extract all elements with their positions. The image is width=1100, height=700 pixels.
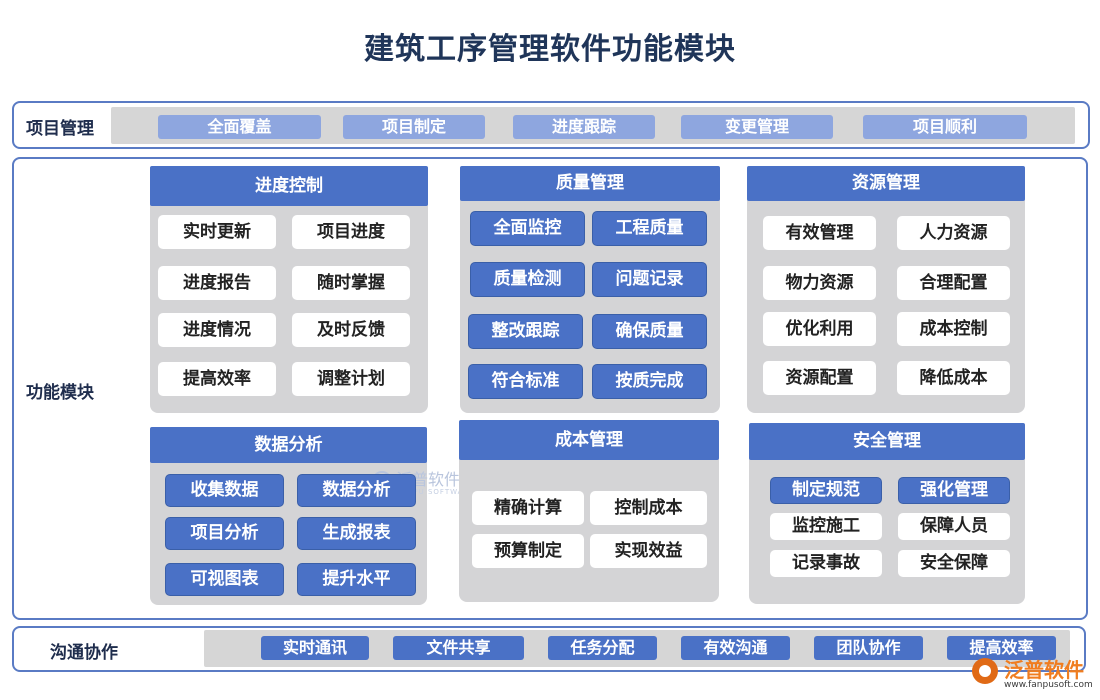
- quality-item: 符合标准: [468, 364, 583, 399]
- watermark-subtext: FANPU SOFTWARE: [397, 488, 475, 496]
- card-safety-management-title: 安全管理: [749, 423, 1025, 460]
- project-item: 全面覆盖: [158, 115, 321, 139]
- progress-item: 项目进度: [292, 215, 410, 249]
- resource-item: 降低成本: [897, 361, 1010, 395]
- progress-item: 随时掌握: [292, 266, 410, 300]
- cost-item: 预算制定: [472, 534, 584, 568]
- brand-logo-text: 泛普软件: [1004, 658, 1084, 682]
- quality-item: 按质完成: [592, 364, 707, 399]
- project-item: 项目制定: [343, 115, 485, 139]
- progress-item: 进度情况: [158, 313, 276, 347]
- project-management-label: 项目管理: [26, 119, 94, 139]
- quality-item: 确保质量: [592, 314, 707, 349]
- communication-item: 任务分配: [548, 636, 657, 660]
- resource-item: 人力资源: [897, 216, 1010, 250]
- communication-label: 沟通协作: [50, 643, 118, 663]
- data-analysis-item: 提升水平: [297, 563, 416, 596]
- resource-item: 资源配置: [763, 361, 876, 395]
- resource-item: 合理配置: [897, 266, 1010, 300]
- resource-item: 成本控制: [897, 312, 1010, 346]
- progress-item: 实时更新: [158, 215, 276, 249]
- quality-item: 问题记录: [592, 262, 707, 297]
- quality-item: 工程质量: [592, 211, 707, 246]
- cost-item: 控制成本: [590, 491, 707, 525]
- card-cost-management-title: 成本管理: [459, 420, 719, 460]
- data-analysis-item: 项目分析: [165, 517, 284, 550]
- progress-item: 调整计划: [292, 362, 410, 396]
- card-resource-management-title: 资源管理: [747, 166, 1025, 201]
- safety-item: 制定规范: [770, 477, 882, 504]
- card-quality-management-title: 质量管理: [460, 166, 720, 201]
- card-data-analysis-title: 数据分析: [150, 427, 427, 463]
- brand-logo-url: www.fanpusoft.com: [1004, 680, 1093, 690]
- resource-item: 有效管理: [763, 216, 876, 250]
- quality-item: 全面监控: [470, 211, 585, 246]
- safety-item: 强化管理: [898, 477, 1010, 504]
- progress-item: 进度报告: [158, 266, 276, 300]
- safety-item: 保障人员: [898, 513, 1010, 540]
- communication-item: 文件共享: [393, 636, 524, 660]
- resource-item: 物力资源: [763, 266, 876, 300]
- data-analysis-item: 数据分析: [297, 474, 416, 507]
- communication-item: 提高效率: [947, 636, 1056, 660]
- communication-item: 团队协作: [814, 636, 923, 660]
- cost-item: 实现效益: [590, 534, 707, 568]
- safety-item: 记录事故: [770, 550, 882, 577]
- data-analysis-item: 收集数据: [165, 474, 284, 507]
- card-progress-control-title: 进度控制: [150, 166, 428, 206]
- project-item: 进度跟踪: [513, 115, 655, 139]
- data-analysis-item: 生成报表: [297, 517, 416, 550]
- communication-item: 有效沟通: [681, 636, 790, 660]
- progress-item: 提高效率: [158, 362, 276, 396]
- function-modules-label: 功能模块: [26, 383, 94, 403]
- quality-item: 整改跟踪: [468, 314, 583, 349]
- project-item: 项目顺利: [863, 115, 1027, 139]
- resource-item: 优化利用: [763, 312, 876, 346]
- safety-item: 安全保障: [898, 550, 1010, 577]
- safety-item: 监控施工: [770, 513, 882, 540]
- data-analysis-item: 可视图表: [165, 563, 284, 596]
- progress-item: 及时反馈: [292, 313, 410, 347]
- diagram-title: 建筑工序管理软件功能模块: [364, 32, 736, 67]
- project-item: 变更管理: [681, 115, 833, 139]
- cost-item: 精确计算: [472, 491, 584, 525]
- brand-logo-icon: [972, 658, 998, 684]
- quality-item: 质量检测: [470, 262, 585, 297]
- communication-item: 实时通讯: [261, 636, 369, 660]
